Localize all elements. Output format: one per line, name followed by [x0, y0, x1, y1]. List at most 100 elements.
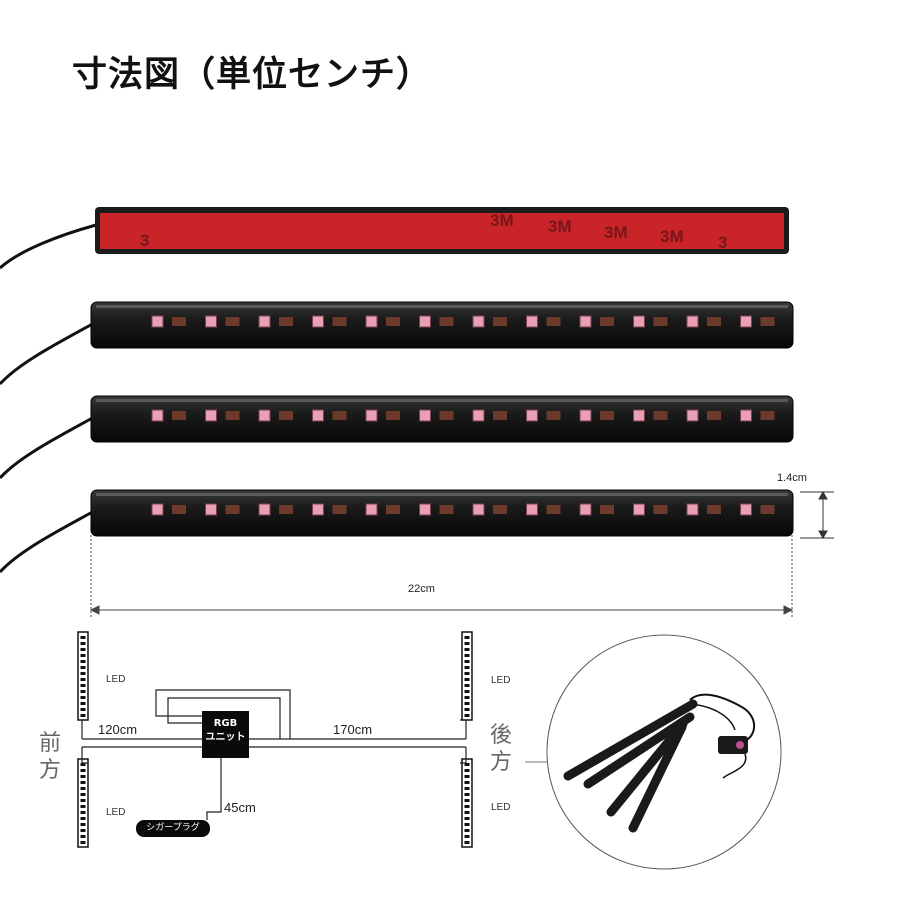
led-chip	[686, 315, 699, 328]
page-title: 寸法図（単位センチ）	[72, 55, 433, 95]
led-dot	[464, 781, 470, 784]
led-dot	[80, 805, 86, 808]
led-dot	[80, 841, 86, 844]
led-dot	[464, 835, 470, 838]
led-dot	[464, 787, 470, 790]
led-dot	[464, 696, 470, 699]
led-chip	[312, 409, 324, 422]
strip-cable	[0, 414, 97, 480]
led-dot	[464, 666, 470, 669]
led-chip	[633, 503, 645, 516]
led-chip	[365, 315, 378, 328]
led-dot	[80, 660, 86, 663]
resistor	[707, 411, 721, 420]
resistor	[332, 317, 347, 326]
led-chip	[365, 409, 378, 422]
resistor	[332, 505, 347, 514]
led-dot	[464, 823, 470, 826]
product-photo-circle	[525, 634, 782, 870]
resistor	[707, 505, 721, 514]
led-dot	[464, 714, 470, 717]
led-dot	[80, 817, 86, 820]
strip-cable	[0, 223, 97, 270]
resistor	[760, 505, 775, 514]
led-dot	[464, 678, 470, 681]
led-bar	[461, 758, 473, 848]
led-chip	[740, 315, 752, 328]
led-label-front-top: LED	[106, 674, 126, 685]
resistor	[172, 317, 186, 326]
resistor	[493, 505, 507, 514]
resistor	[439, 505, 454, 514]
tape-logo: 3M	[490, 211, 514, 230]
led-dot	[464, 690, 470, 693]
led-strip	[0, 489, 794, 574]
resistor	[439, 317, 454, 326]
resistor	[386, 411, 400, 420]
front-label: 前方	[39, 731, 62, 783]
led-chip	[365, 503, 378, 516]
led-strip	[0, 395, 794, 480]
led-dot	[80, 654, 86, 657]
led-dot	[80, 678, 86, 681]
rgb-unit-line1: RGB	[213, 718, 238, 729]
led-chip	[419, 315, 431, 328]
led-chip	[686, 503, 699, 516]
led-dot	[80, 811, 86, 814]
resistor	[653, 317, 668, 326]
led-dot	[80, 781, 86, 784]
resistor	[760, 317, 775, 326]
led-dot	[80, 672, 86, 675]
led-dot	[464, 811, 470, 814]
wiring-led-bars	[77, 631, 473, 848]
resistor	[600, 411, 614, 420]
rgb-control-unit: RGB ユニット	[202, 711, 249, 758]
led-chip	[205, 503, 217, 516]
resistor	[600, 317, 614, 326]
led-dot	[80, 642, 86, 645]
resistor	[546, 505, 561, 514]
cigar-plug-label: シガープラグ	[136, 820, 210, 837]
led-chip	[151, 503, 164, 516]
resistor	[279, 505, 293, 514]
rgb-unit-line2: ユニット	[205, 732, 246, 743]
led-chip	[633, 315, 645, 328]
led-label-rear-top: LED	[491, 675, 511, 686]
led-dot	[464, 769, 470, 772]
length-dimension-label: 22cm	[408, 583, 435, 595]
wiring-harness	[81, 689, 467, 820]
led-dot	[464, 775, 470, 778]
resistor	[493, 317, 507, 326]
led-dot	[80, 799, 86, 802]
tape-logo: 3	[140, 231, 149, 250]
led-chip	[686, 409, 699, 422]
rear-label: 後方	[490, 723, 513, 775]
led-chip	[740, 503, 752, 516]
led-chip	[258, 409, 271, 422]
led-dot	[80, 835, 86, 838]
led-label-front-bottom: LED	[106, 807, 126, 818]
led-dot	[80, 769, 86, 772]
led-dot	[464, 648, 470, 651]
led-chip	[205, 409, 217, 422]
led-chip	[472, 409, 485, 422]
resistor	[225, 317, 240, 326]
resistor	[546, 317, 561, 326]
led-dot	[464, 708, 470, 711]
led-bar	[77, 758, 89, 848]
led-chip	[526, 315, 538, 328]
tape-logo: 3M	[660, 227, 684, 246]
resistor	[279, 317, 293, 326]
led-dot	[80, 793, 86, 796]
led-chip	[205, 315, 217, 328]
led-dot	[80, 666, 86, 669]
led-dot	[464, 799, 470, 802]
resistor	[493, 411, 507, 420]
resistor	[279, 411, 293, 420]
resistor	[386, 505, 400, 514]
led-dot	[80, 636, 86, 639]
led-chip	[419, 409, 431, 422]
led-chip	[312, 315, 324, 328]
led-chip	[579, 503, 592, 516]
